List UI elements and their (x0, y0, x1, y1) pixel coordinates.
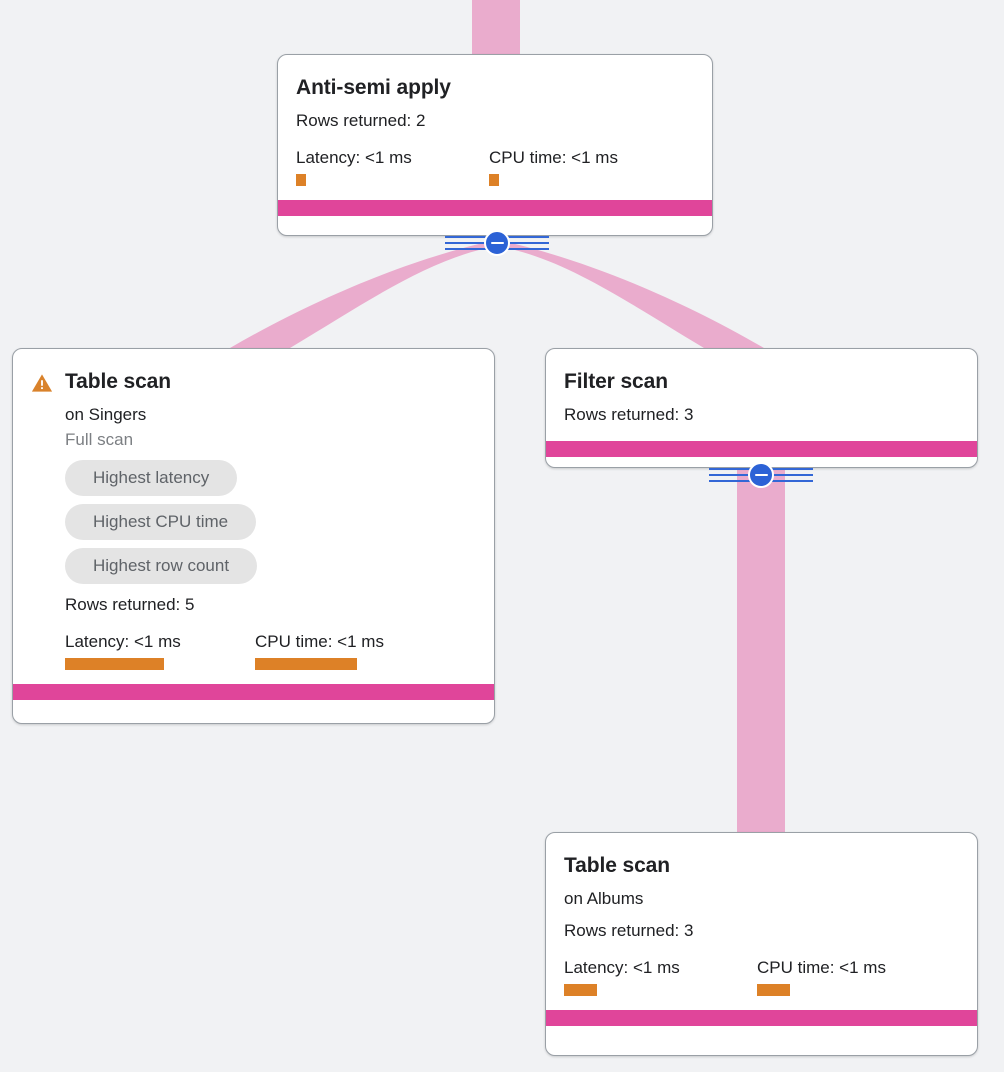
minus-glyph (754, 473, 768, 477)
node-footer-accent (546, 1010, 977, 1026)
rows-returned: Rows returned: 3 (564, 921, 694, 940)
metric-latency: Latency: <1 ms (296, 147, 489, 186)
metrics-row: Latency: <1 ms CPU time: <1 ms (65, 631, 476, 670)
node-table-scan-singers[interactable]: Table scan on Singers Full scan Highest … (12, 348, 495, 724)
node-header: Anti-semi apply (296, 75, 694, 101)
metric-bar (65, 658, 164, 670)
node-body: Table scan on Singers Full scan Highest … (13, 349, 494, 684)
edge-antisemi-to-filter-scan (497, 243, 764, 348)
metric-bar (255, 658, 357, 670)
metric-label: Latency: <1 ms (296, 148, 412, 167)
metric-bar (296, 174, 306, 186)
edge-incoming-top (472, 0, 520, 56)
badge-list: Highest latency Highest CPU time Highest… (65, 460, 476, 584)
node-subtitle: on Albums (564, 889, 644, 908)
node-details: Rows returned: 3 (564, 402, 959, 427)
metric-bar (757, 984, 790, 996)
node-title: Table scan (65, 370, 171, 393)
badge-highest-latency: Highest latency (65, 460, 238, 496)
node-table-scan-albums[interactable]: Table scan on Albums Rows returned: 3 La… (545, 832, 978, 1056)
node-footer-accent (13, 684, 494, 700)
metric-label: Latency: <1 ms (564, 958, 680, 977)
scan-type: Full scan (65, 430, 134, 449)
node-footer-accent (546, 441, 977, 457)
collapse-toggle-filter-scan[interactable] (709, 460, 813, 490)
collapse-minus-icon[interactable] (484, 230, 510, 256)
node-body: Anti-semi apply Rows returned: 2 Latency… (278, 55, 712, 200)
metric-latency: Latency: <1 ms (564, 957, 757, 996)
node-header: Table scan (564, 853, 959, 879)
metric-label: Latency: <1 ms (65, 632, 181, 651)
badge-highest-cpu-time: Highest CPU time (65, 504, 257, 540)
node-body: Filter scan Rows returned: 3 (546, 349, 977, 441)
rows-returned: Rows returned: 5 (65, 595, 195, 614)
metric-cpu-time: CPU time: <1 ms (255, 631, 384, 670)
metric-label: CPU time: <1 ms (489, 148, 618, 167)
node-footer-accent (278, 200, 712, 216)
edge-antisemi-to-table-scan-singers (230, 243, 497, 348)
node-title: Table scan (564, 854, 670, 877)
metric-bar (489, 174, 499, 186)
edge-filter-scan-to-table-scan-albums (737, 470, 785, 842)
rows-returned: Rows returned: 3 (564, 405, 694, 424)
node-details: on Albums Rows returned: 3 Latency: <1 m… (564, 886, 959, 996)
node-title: Anti-semi apply (296, 76, 451, 99)
collapse-toggle-anti-semi-apply[interactable] (445, 228, 549, 258)
metric-cpu-time: CPU time: <1 ms (757, 957, 886, 996)
node-anti-semi-apply[interactable]: Anti-semi apply Rows returned: 2 Latency… (277, 54, 713, 236)
metric-latency: Latency: <1 ms (65, 631, 255, 670)
rows-returned: Rows returned: 2 (296, 111, 426, 130)
node-filter-scan[interactable]: Filter scan Rows returned: 3 (545, 348, 978, 468)
warning-triangle-icon (31, 374, 53, 392)
node-header: Table scan (31, 369, 476, 395)
node-header: Filter scan (564, 369, 959, 395)
badge-highest-row-count: Highest row count (65, 548, 258, 584)
collapse-minus-icon[interactable] (748, 462, 774, 488)
node-subtitle: on Singers (65, 405, 147, 424)
metric-bar (564, 984, 597, 996)
node-title: Filter scan (564, 370, 668, 393)
node-details: on Singers Full scan Highest latency Hig… (31, 402, 476, 670)
metrics-row: Latency: <1 ms CPU time: <1 ms (296, 147, 694, 186)
metric-cpu-time: CPU time: <1 ms (489, 147, 618, 186)
metric-label: CPU time: <1 ms (757, 958, 886, 977)
node-details: Rows returned: 2 Latency: <1 ms CPU time… (296, 108, 694, 186)
metric-label: CPU time: <1 ms (255, 632, 384, 651)
minus-glyph (490, 241, 504, 245)
node-body: Table scan on Albums Rows returned: 3 La… (546, 833, 977, 1010)
metrics-row: Latency: <1 ms CPU time: <1 ms (564, 957, 959, 996)
